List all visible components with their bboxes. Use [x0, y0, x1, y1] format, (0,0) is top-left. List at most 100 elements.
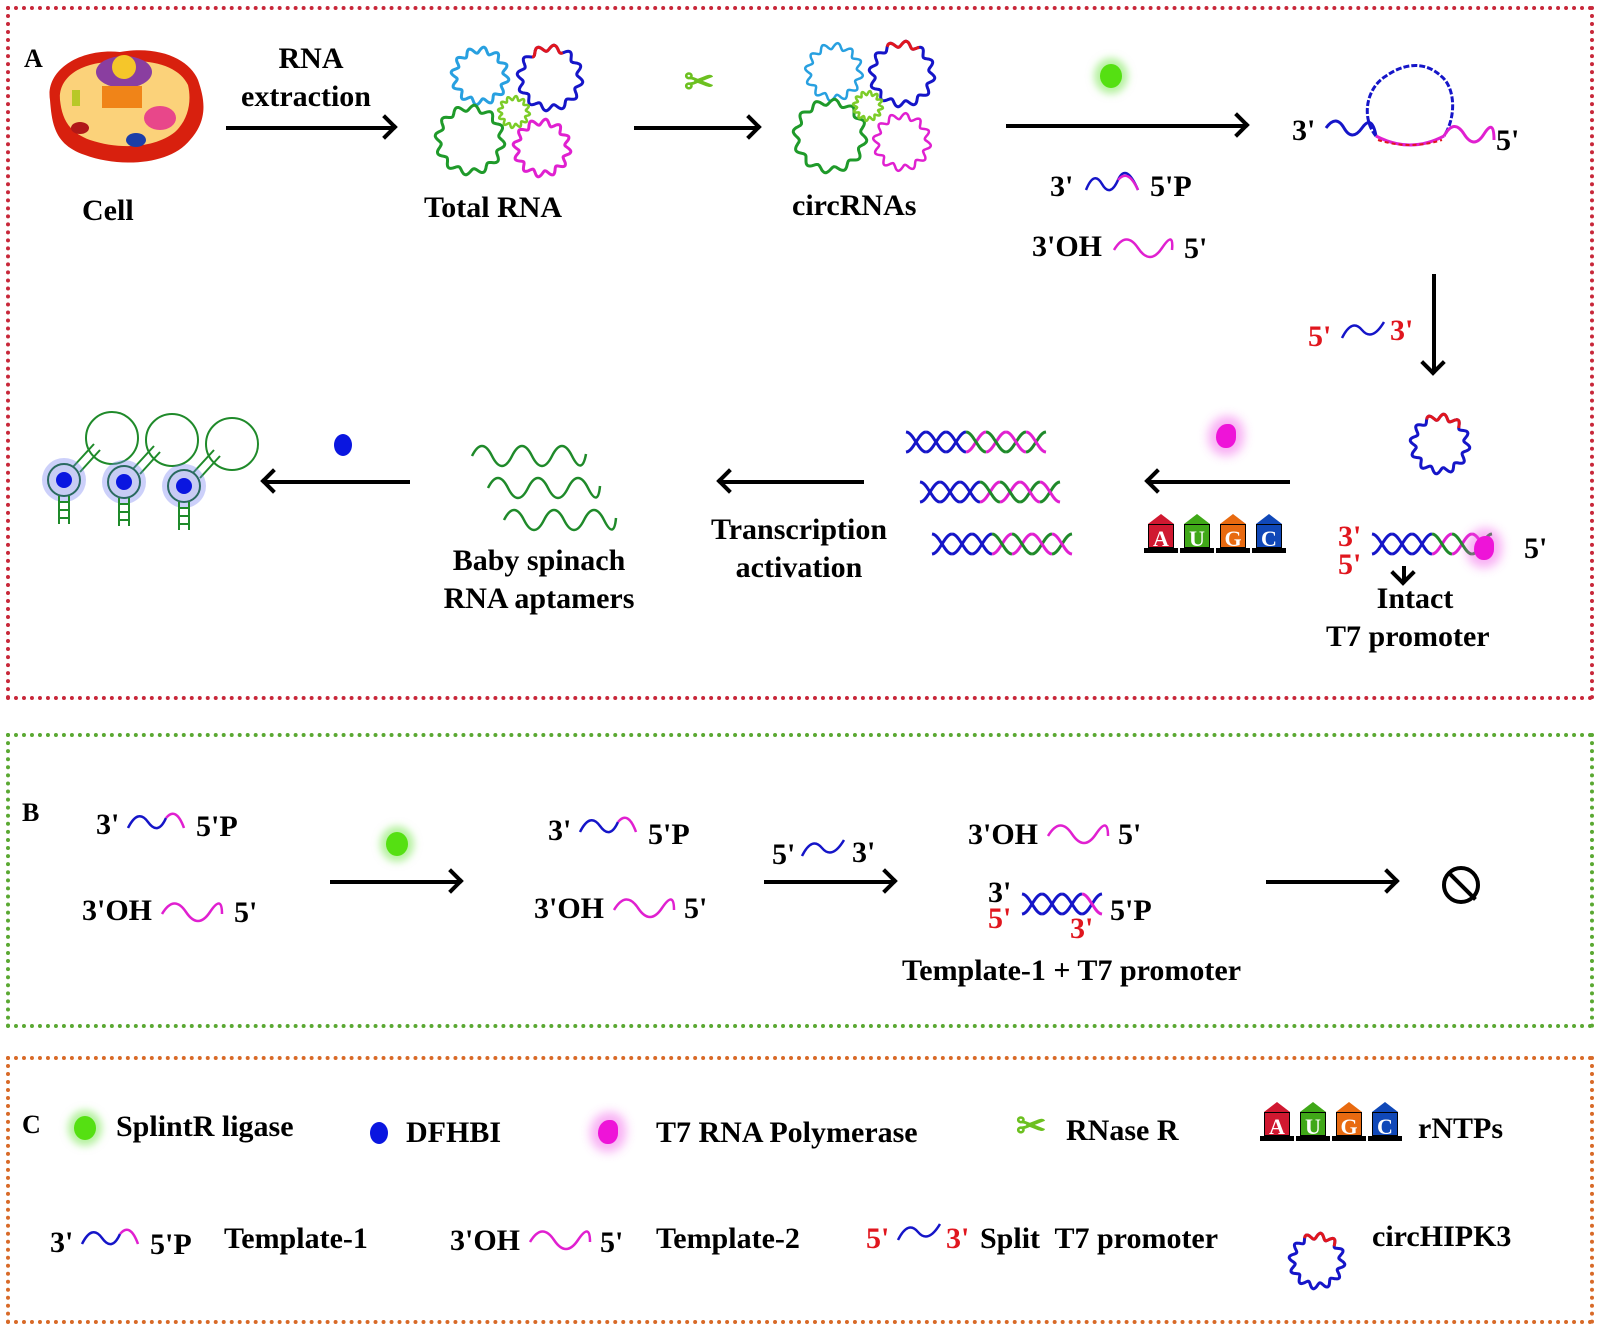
- transcribed-duplex: [905, 430, 1047, 454]
- panel-a: [6, 6, 1594, 700]
- b2-template2-strand-icon: [612, 898, 676, 919]
- intact-pointer-arrow: [1402, 566, 1406, 580]
- splintr-ligase-icon: [1100, 64, 1122, 88]
- cell-label: Cell: [82, 194, 134, 227]
- intact-t7-duplex: [1371, 532, 1493, 556]
- aptamer-strands: [470, 444, 618, 532]
- legend-rnase-r-icon: ✂: [1016, 1106, 1047, 1146]
- legend-rnase-r-label: RNase R: [1066, 1114, 1179, 1147]
- panel-b: [6, 733, 1594, 1028]
- legend-t7-polymerase-label: T7 RNA Polymerase: [656, 1116, 918, 1149]
- duplex-right-5prime: 5': [1524, 532, 1548, 565]
- b3-template2-strand-icon: [1046, 824, 1110, 845]
- circhipk3-red-segment: [1425, 412, 1461, 429]
- ntp-u-icon: U: [1296, 1102, 1330, 1141]
- b3-template2-left: 3'OH: [968, 818, 1039, 851]
- t7-polymerase-bound-icon: [1474, 536, 1494, 560]
- circhipk3: [1408, 412, 1472, 476]
- circrna: [496, 94, 532, 130]
- fluorescent-complex: [42, 411, 139, 524]
- ntp-g-icon: G: [1216, 514, 1250, 553]
- b2-template2-right: 5': [684, 892, 708, 925]
- duplex-5prime: 5': [1338, 548, 1362, 581]
- legend-circhipk3-label: circHIPK3: [1372, 1220, 1512, 1253]
- b-duplex-bottom-right: 3': [1070, 912, 1094, 945]
- prohibited-icon: [1442, 866, 1480, 904]
- legend-split-promoter-icon: [896, 1223, 942, 1241]
- helix-strand: [925, 430, 947, 454]
- b-promoter-arrow: [764, 880, 892, 884]
- helix-strand: [945, 430, 967, 454]
- aptamers-label-1: Baby spinach: [452, 544, 626, 577]
- binding-arrow: [266, 480, 410, 484]
- cell-illustration: [49, 50, 204, 163]
- promoter-arrow: [1432, 274, 1436, 370]
- fluorescent-complex: [162, 417, 259, 530]
- b-duplex-right: 5'P: [1110, 894, 1152, 927]
- transcribed-duplex: [931, 532, 1073, 556]
- helix-strand: [919, 480, 941, 504]
- b-template1-strand-icon: [126, 812, 186, 830]
- b-result-duplex: [1021, 892, 1103, 916]
- helix-strand: [1041, 892, 1063, 916]
- helix-strand: [1025, 430, 1047, 454]
- circhipk3-illustration: [1408, 412, 1472, 476]
- circrna: [851, 89, 885, 123]
- duplex-3prime: 3': [1338, 520, 1362, 553]
- legend-template1-left: 3': [50, 1226, 74, 1259]
- transcription-label: Transcription: [710, 513, 888, 546]
- b-template2-right: 5': [234, 896, 258, 929]
- helix-strand: [971, 532, 993, 556]
- hybrid-5prime: 5': [1496, 124, 1520, 157]
- legend-t7-polymerase-icon: [598, 1120, 618, 1144]
- activation-label: activation: [735, 551, 863, 584]
- ntp-c-icon: C: [1252, 514, 1286, 553]
- helix-strand: [1051, 532, 1073, 556]
- total-rna-illustration: [433, 43, 585, 179]
- helix-strand: [985, 430, 1007, 454]
- scissors-icon: ✂: [684, 62, 715, 102]
- hybrid-illustration: [1324, 64, 1496, 147]
- helix-strand: [1039, 480, 1061, 504]
- legend-template2-label: Template-2: [656, 1222, 800, 1255]
- helix-strand: [1431, 532, 1453, 556]
- circrna: [803, 41, 865, 103]
- b3-template2-right: 5': [1118, 818, 1142, 851]
- b-duplex-bottom-left: 5': [988, 902, 1012, 935]
- b-splintr-ligase-icon: [386, 832, 408, 856]
- circrna: [867, 39, 937, 109]
- ligation-arrow: [1006, 124, 1244, 128]
- circrnas-illustration: [791, 39, 937, 175]
- helix-strand: [905, 430, 927, 454]
- b-split-5prime: 5': [772, 838, 796, 871]
- legend-splintr-ligase-icon: [74, 1116, 96, 1140]
- template2-right: 5': [1184, 232, 1208, 265]
- b-template2-left: 3'OH: [82, 894, 153, 927]
- circhipk3: [1287, 1231, 1347, 1291]
- helix-strand: [1371, 532, 1393, 556]
- legend-split-5prime: 5': [866, 1222, 890, 1255]
- helix-strand: [1391, 532, 1413, 556]
- helix-strand: [1011, 532, 1033, 556]
- ntp-a-icon: A: [1144, 514, 1178, 553]
- transcription-arrow: [1150, 480, 1290, 484]
- panel-a-label: A: [24, 44, 43, 73]
- helix-strand: [1081, 892, 1103, 916]
- circrna: [449, 45, 511, 107]
- rna-extraction-label-1: RNA: [278, 42, 344, 75]
- rnase-arrow: [634, 126, 756, 130]
- helix-strand: [959, 480, 981, 504]
- legend-splintr-ligase-label: SplintR ligase: [116, 1110, 294, 1143]
- helix-strand: [1031, 532, 1053, 556]
- circrna-red-segment: [531, 43, 564, 59]
- split-promoter-5prime: 5': [1308, 320, 1332, 353]
- b-ligation-arrow: [330, 880, 458, 884]
- legend-template2-right: 5': [600, 1226, 624, 1259]
- b-no-transcription-arrow: [1266, 880, 1394, 884]
- b2-template2-left: 3'OH: [534, 892, 605, 925]
- legend-template2-left: 3'OH: [450, 1224, 521, 1257]
- split-promoter-3prime: 3': [1390, 314, 1414, 347]
- activation-arrow: [722, 480, 864, 484]
- b-duplex-top-left: 3': [988, 876, 1012, 909]
- circrna-red-segment: [885, 39, 920, 51]
